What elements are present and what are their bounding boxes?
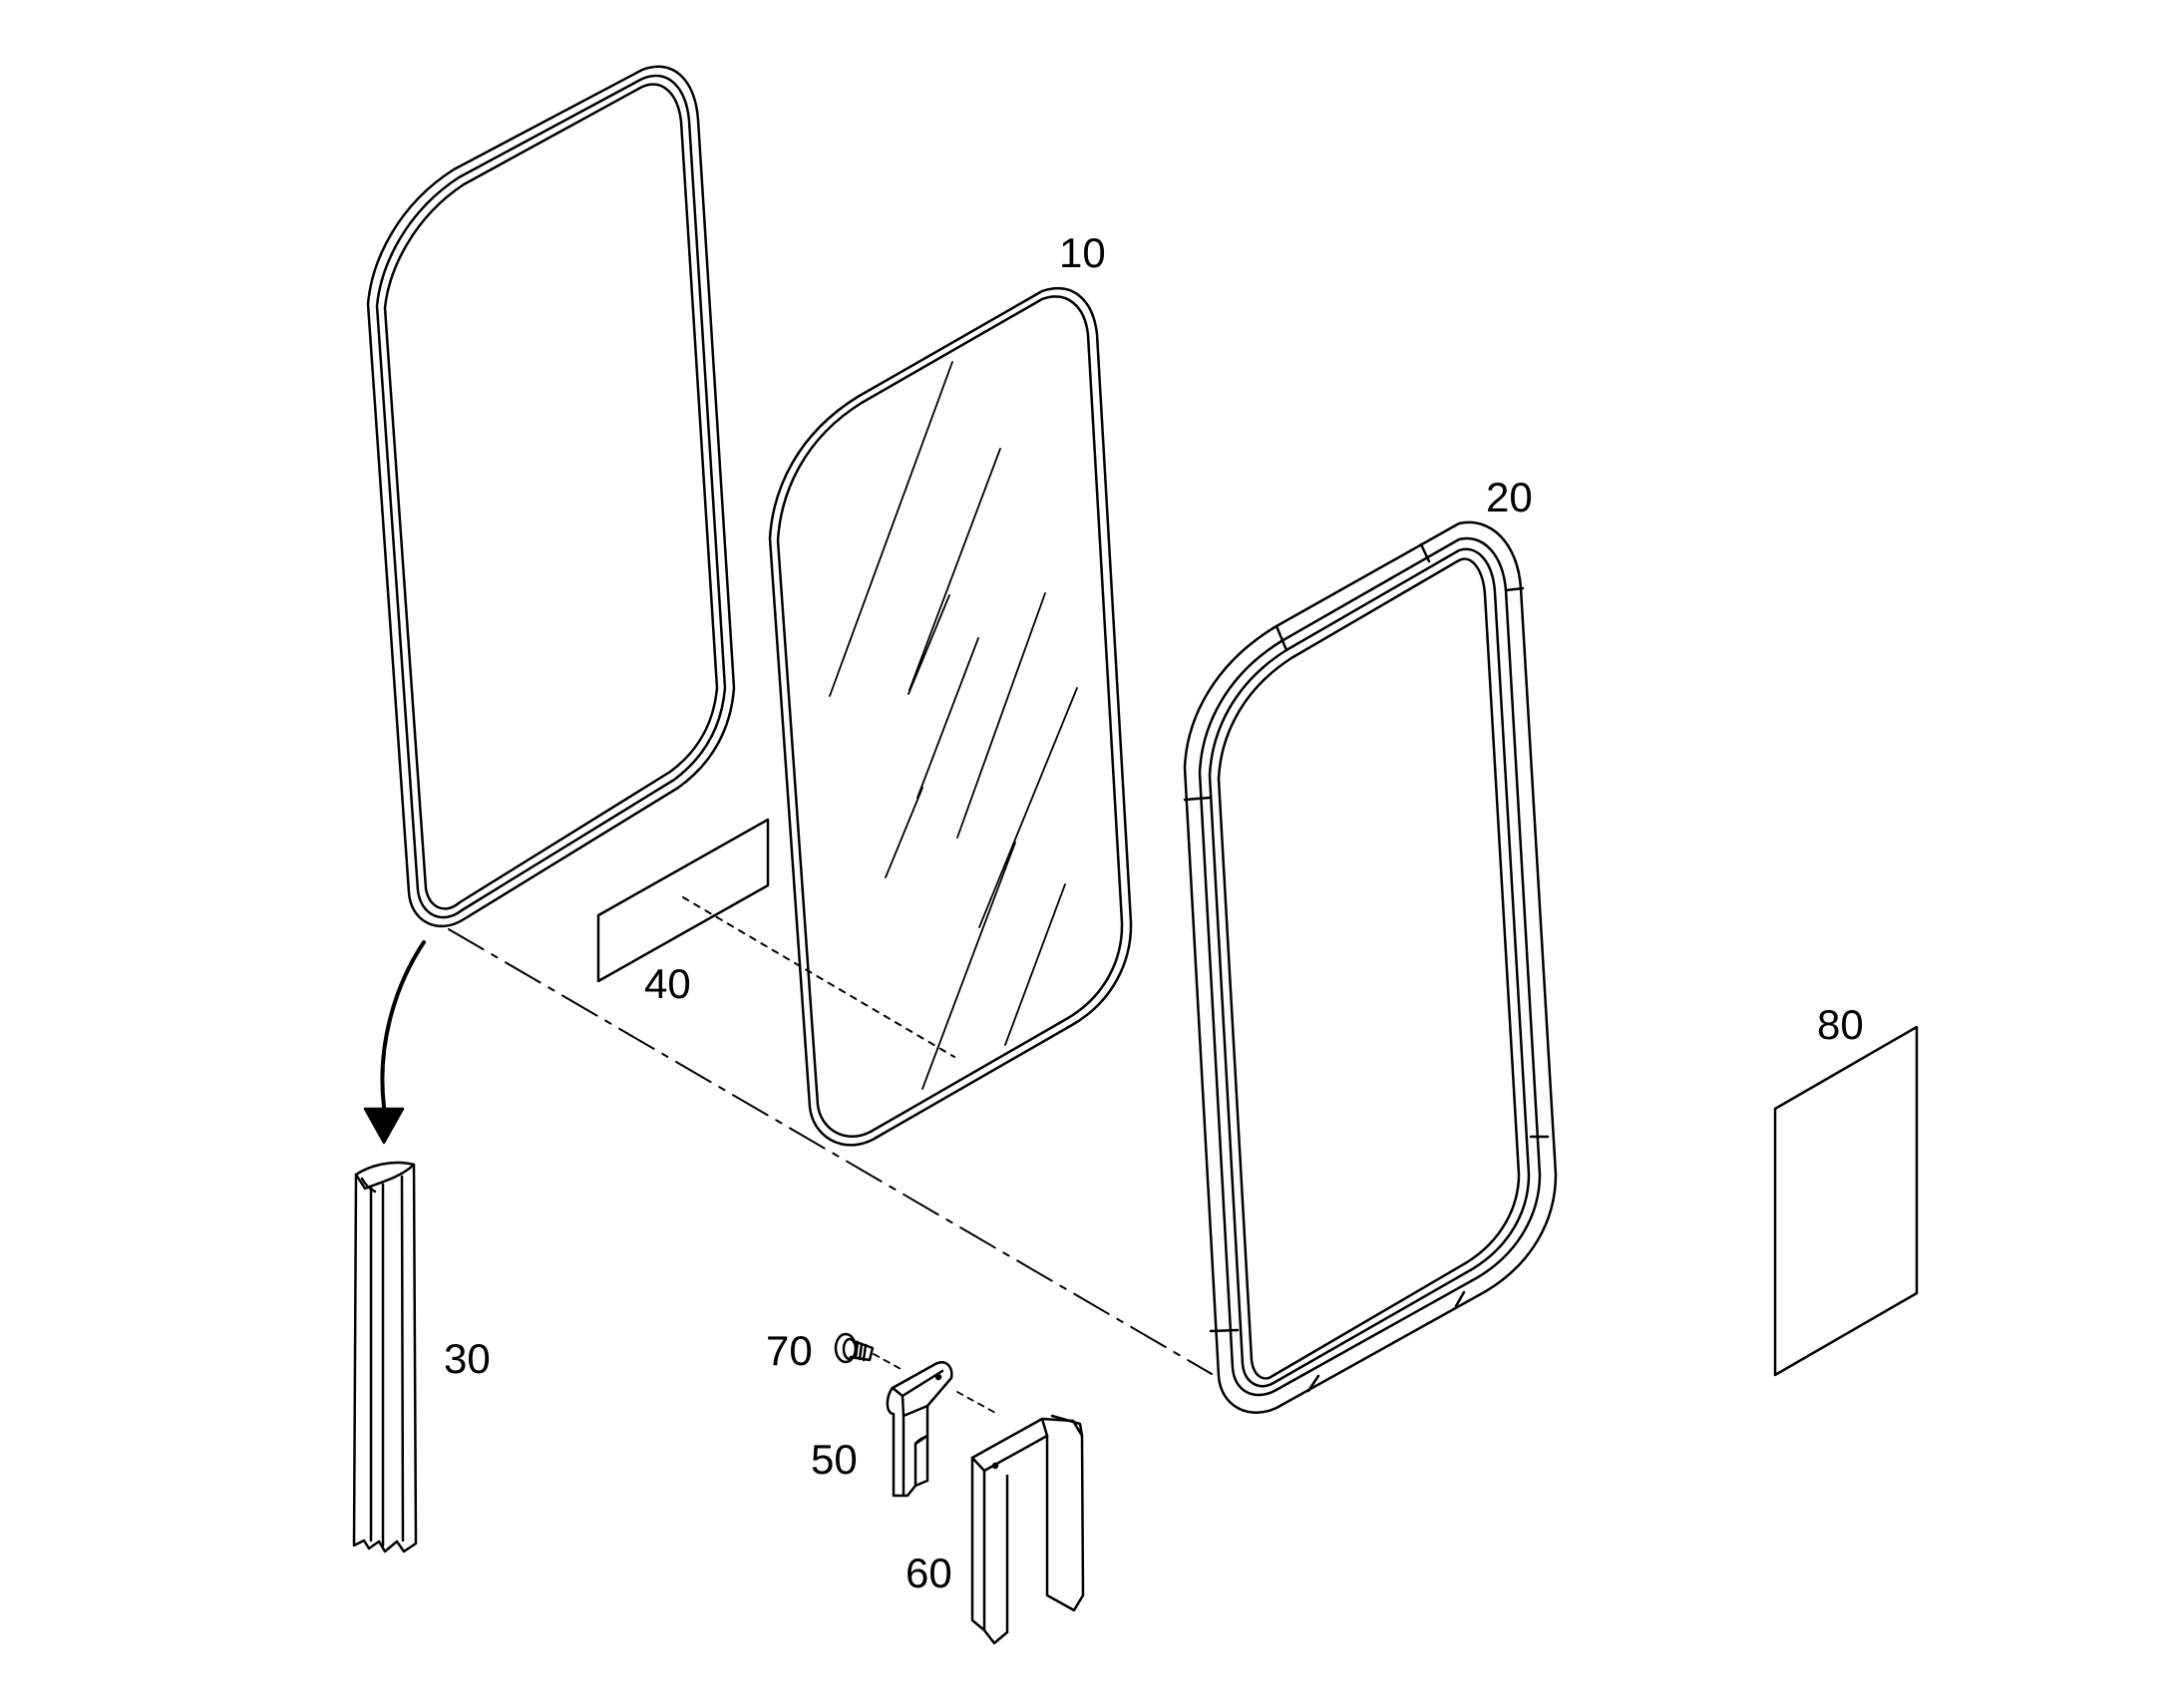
- label-label-strip: 40: [644, 960, 691, 1007]
- glass-pane: [768, 287, 1133, 1147]
- screw: [834, 1332, 904, 1371]
- label-sheet: 80: [1817, 1001, 1864, 1048]
- label-channel-bracket: 60: [906, 1549, 952, 1596]
- label-seal-profile: 30: [444, 1335, 491, 1382]
- detail-arrow: [363, 940, 426, 1145]
- rear-seal-ring: [366, 65, 736, 928]
- label-outer-frame: 20: [1486, 474, 1533, 520]
- assembly-axis-line: [448, 896, 1213, 1375]
- label-clip: 50: [811, 1436, 858, 1483]
- outer-frame: [1183, 520, 1558, 1414]
- sheet: [1773, 1025, 1919, 1377]
- label-screw: 70: [766, 1327, 813, 1374]
- channel-bracket: [956, 1391, 1085, 1645]
- clip: [886, 1361, 953, 1498]
- seal-profile: [352, 1161, 418, 1553]
- label-glass-pane: 10: [1059, 229, 1106, 276]
- label-strip: [596, 818, 770, 983]
